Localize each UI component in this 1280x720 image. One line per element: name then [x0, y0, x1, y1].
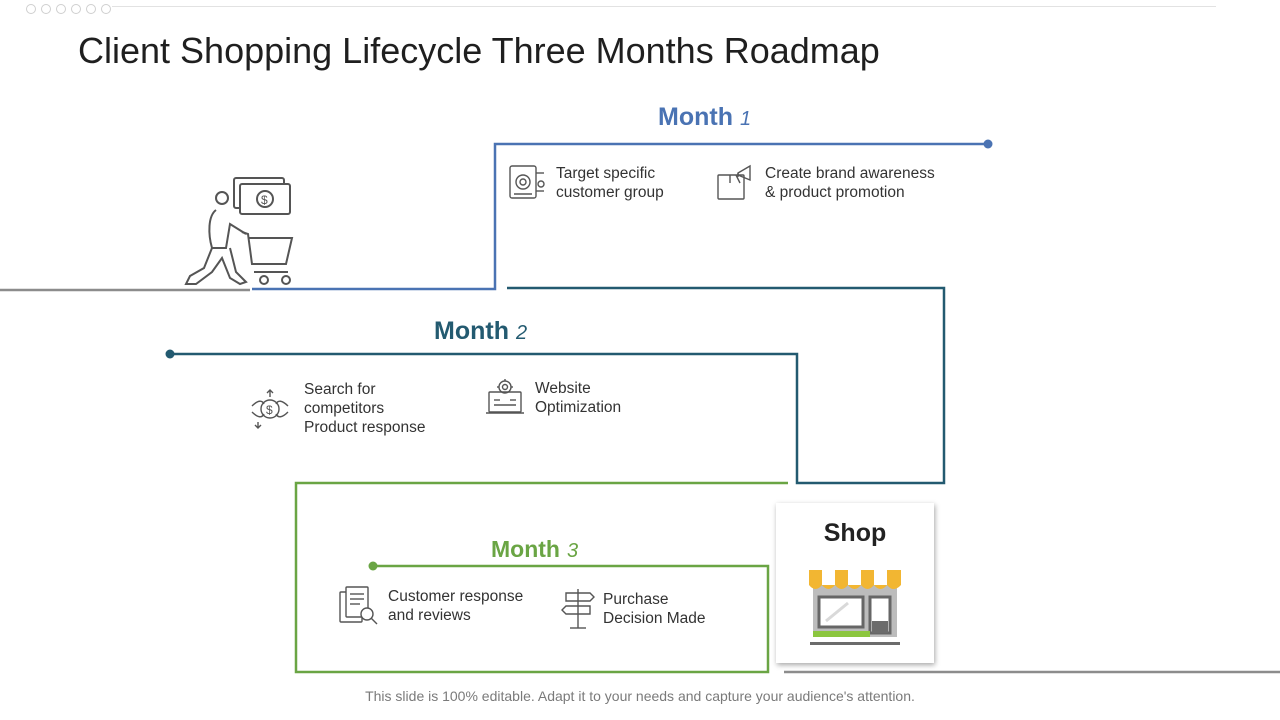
money-exchange-icon: $ [251, 389, 289, 429]
top-divider [112, 6, 1216, 7]
month3-outer-path [294, 481, 788, 674]
month3-label: Month 3 [491, 536, 578, 563]
website-optimization-icon [486, 379, 524, 414]
signpost-icon [561, 589, 595, 629]
megaphone-promotion-icon [717, 164, 751, 200]
document-search-icon [339, 586, 378, 625]
page-title: Client Shopping Lifecycle Three Months R… [78, 30, 880, 71]
month3-number: 3 [566, 540, 579, 562]
month2-endpoint [165, 349, 175, 359]
progress-dot [86, 4, 96, 14]
shop-card: Shop [776, 503, 934, 663]
month1-item-2-text: Create brand awareness & product promoti… [765, 165, 935, 201]
svg-text:$: $ [261, 193, 268, 207]
month1-label: Month 1 [658, 103, 751, 132]
storefront-icon [809, 570, 901, 645]
month2-item-1-text: Search for competitors Product response [304, 381, 426, 436]
month3-endpoint [368, 561, 378, 571]
month1-item-1-text: Target specific customer group [556, 165, 664, 201]
progress-dot [71, 4, 81, 14]
slide-progress-dots [26, 1, 116, 19]
shop-label: Shop [823, 519, 887, 547]
shopper-cart-icon: $ [184, 177, 294, 286]
month2-item-2-text: Website Optimization [535, 380, 622, 416]
progress-dot [41, 4, 51, 14]
target-audience-icon [509, 165, 545, 199]
month1-path [252, 142, 988, 291]
footer-note: This slide is 100% editable. Adapt it to… [365, 688, 915, 704]
month2-number: 2 [515, 322, 528, 344]
month3-word: Month [491, 536, 560, 562]
month2-path [170, 286, 946, 485]
month2-label: Month 2 [434, 317, 527, 346]
svg-text:$: $ [266, 403, 273, 417]
progress-dot [56, 4, 66, 14]
month3-item-2-text: Purchase Decision Made [603, 591, 706, 627]
progress-dot [101, 4, 111, 14]
progress-dot [26, 4, 36, 14]
month3-item-1-text: Customer response and reviews [388, 588, 524, 624]
month1-word: Month [658, 103, 733, 131]
month2-word: Month [434, 317, 509, 345]
month1-endpoint [983, 139, 993, 149]
month1-number: 1 [739, 108, 752, 130]
